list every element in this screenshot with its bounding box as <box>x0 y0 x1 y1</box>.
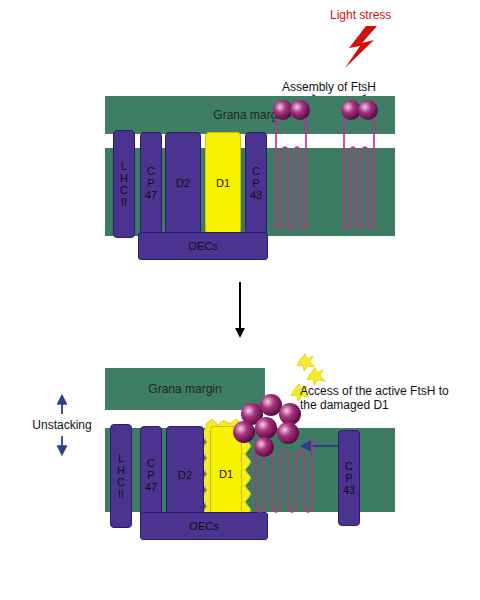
protein-subunit: C P 47 <box>140 132 162 234</box>
box-label: Grana margin <box>213 109 286 121</box>
oec-box: OECs <box>140 512 268 540</box>
ftsh-transmembrane-loop <box>344 118 374 229</box>
annotation-label: Access of the active FtsH to the damaged… <box>300 384 460 412</box>
ftsh-transmembrane-loop <box>276 118 306 229</box>
annotation-label: Assembly of FtsH <box>282 80 412 94</box>
ftsh-transmembrane-loop <box>256 440 312 512</box>
protein-subunit: L H C II <box>113 130 135 238</box>
box-label: OECs <box>189 520 218 532</box>
box-label: L H C II <box>117 452 125 500</box>
box-label: L H C II <box>120 160 128 208</box>
damaged-d1-protein: D1 <box>210 426 242 522</box>
box-label: OECs <box>188 240 217 252</box>
box-label: C P 47 <box>145 457 157 493</box>
oec-box: OECs <box>138 232 268 260</box>
transition-arrow <box>239 282 241 336</box>
ftsh-sphere <box>277 422 299 444</box>
box-label: C P 43 <box>250 165 262 201</box>
d1-fragment <box>297 354 315 371</box>
protein-subunit: D2 <box>165 132 201 234</box>
grana-margin-band: Grana margin <box>105 368 265 410</box>
ftsh-sphere <box>255 417 277 439</box>
protein-subunit: C P 43 <box>338 430 360 526</box>
annotation-label: Unstacking <box>14 418 110 432</box>
unstacking-arrow <box>61 436 63 454</box>
lightning-bolt <box>345 26 377 68</box>
box-label: C P 47 <box>145 165 157 201</box>
protein-subunit: D2 <box>166 426 204 524</box>
box-label: C P 43 <box>343 460 355 496</box>
box-label: D1 <box>216 177 230 189</box>
protein-subunit: C P 43 <box>245 132 267 234</box>
protein-subunit: C P 47 <box>140 426 162 524</box>
ftsh-sphere <box>254 437 274 457</box>
box-label: D1 <box>219 468 233 480</box>
damaged-d1-fuzz <box>201 419 251 526</box>
box-label: D2 <box>176 177 190 189</box>
protein-subunit: L H C II <box>110 424 132 528</box>
grana-margin-band: Grana margin <box>105 96 395 134</box>
ftsh-sphere <box>279 403 301 425</box>
d1-protein: D1 <box>205 132 241 234</box>
unstacking-arrow <box>61 396 63 414</box>
box-label: Grana margin <box>148 383 221 395</box>
d1-fragment <box>307 368 325 385</box>
box-label: D2 <box>178 469 192 481</box>
annotation-label: Light stress <box>330 8 430 22</box>
